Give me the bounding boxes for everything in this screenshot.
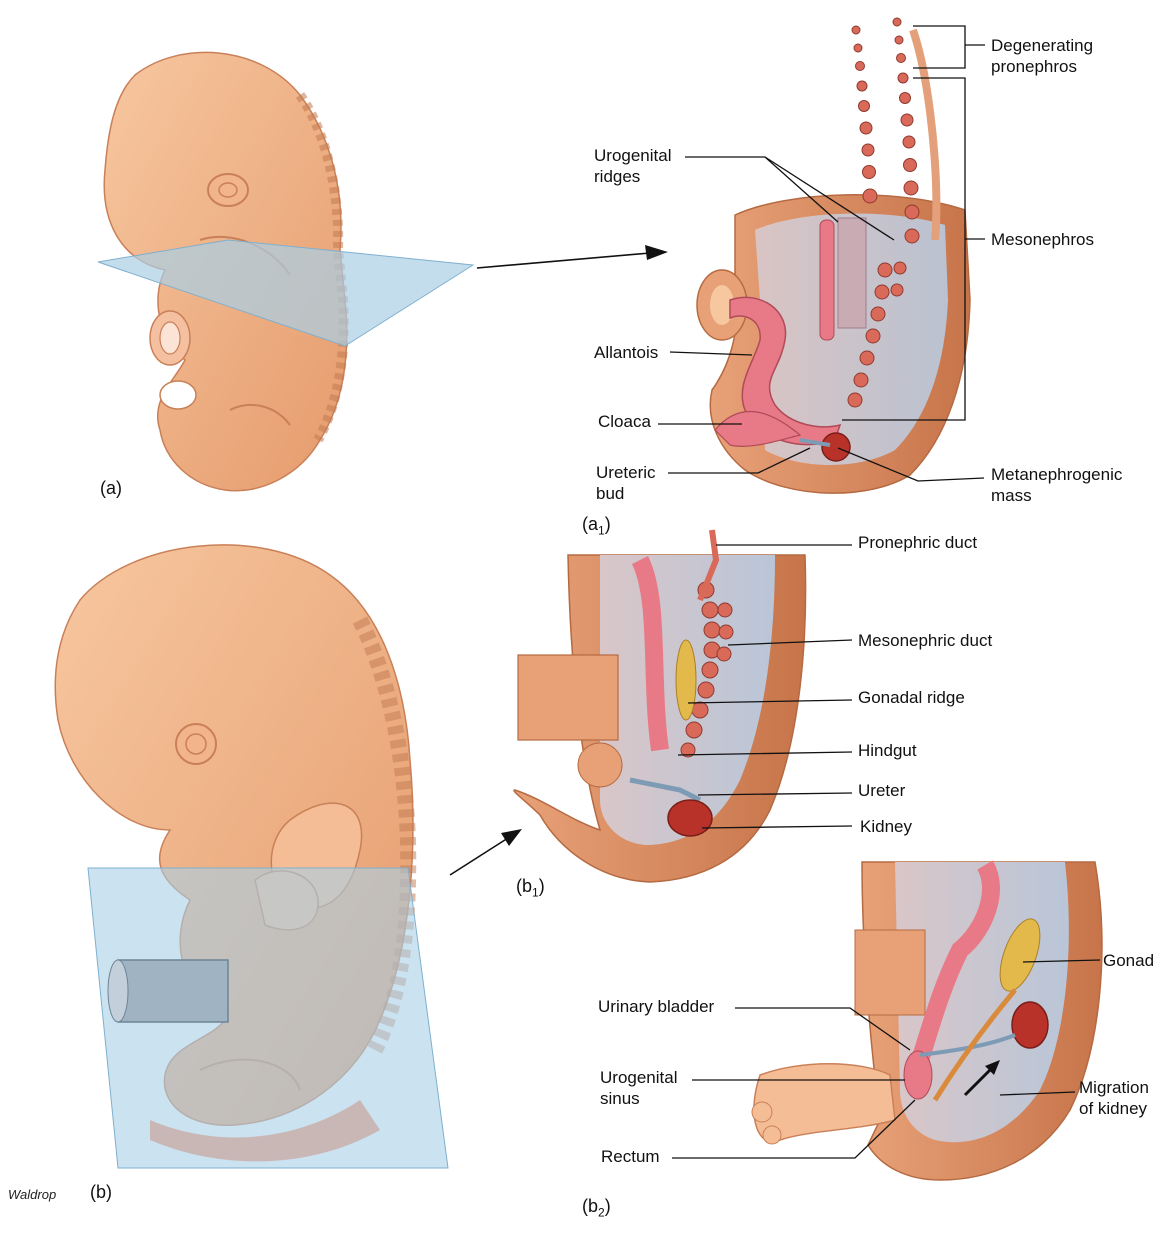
b2-urinary-bladder: [904, 1051, 932, 1099]
section-b1: [514, 530, 806, 882]
panel-label-b1: (b1): [516, 876, 545, 900]
panel-label-a: (a): [100, 478, 122, 499]
panel-label-b2: (b2): [582, 1196, 611, 1220]
label-mesonephros: Mesonephros: [991, 229, 1094, 250]
panel-label-a1: (a1): [582, 514, 611, 538]
label-cloaca: Cloaca: [598, 411, 651, 432]
a1-metanephrogenic-mass: [822, 433, 850, 461]
b1-tube-stub: [518, 655, 618, 740]
section-a1: [697, 18, 970, 493]
b1-gonadal-ridge: [676, 640, 696, 720]
label-metanephrogenic-mass: Metanephrogenic mass: [991, 464, 1122, 506]
label-migration-of-kidney: Migration of kidney: [1079, 1077, 1149, 1119]
panel-label-b: (b): [90, 1182, 112, 1203]
label-ureter: Ureter: [858, 780, 905, 801]
label-ureteric-bud: Ureteric bud: [596, 462, 656, 504]
label-urogenital-ridges: Urogenital ridges: [594, 145, 672, 187]
label-rectum: Rectum: [601, 1146, 660, 1167]
label-gonad: Gonad: [1103, 950, 1154, 971]
label-urogenital-sinus: Urogenital sinus: [600, 1067, 678, 1109]
arrow-a-to-a1: [477, 245, 668, 268]
b2-kidney: [1012, 1002, 1048, 1048]
embryo-a: [98, 52, 473, 490]
illustrator-credit: Waldrop: [8, 1187, 56, 1202]
label-mesonephric-duct: Mesonephric duct: [858, 630, 992, 651]
label-degenerating-pronephros: Degenerating pronephros: [991, 35, 1093, 77]
section-b2: [752, 862, 1102, 1180]
label-urinary-bladder: Urinary bladder: [598, 996, 714, 1017]
embryo-b-tube: [118, 960, 228, 1022]
embryo-b: [55, 545, 448, 1168]
label-hindgut: Hindgut: [858, 740, 917, 761]
label-gonadal-ridge: Gonadal ridge: [858, 687, 965, 708]
label-kidney: Kidney: [860, 816, 912, 837]
label-allantois: Allantois: [594, 342, 658, 363]
arrow-b-to-b1: [450, 829, 522, 875]
b1-kidney: [668, 800, 712, 836]
label-pronephric-duct: Pronephric duct: [858, 532, 977, 553]
